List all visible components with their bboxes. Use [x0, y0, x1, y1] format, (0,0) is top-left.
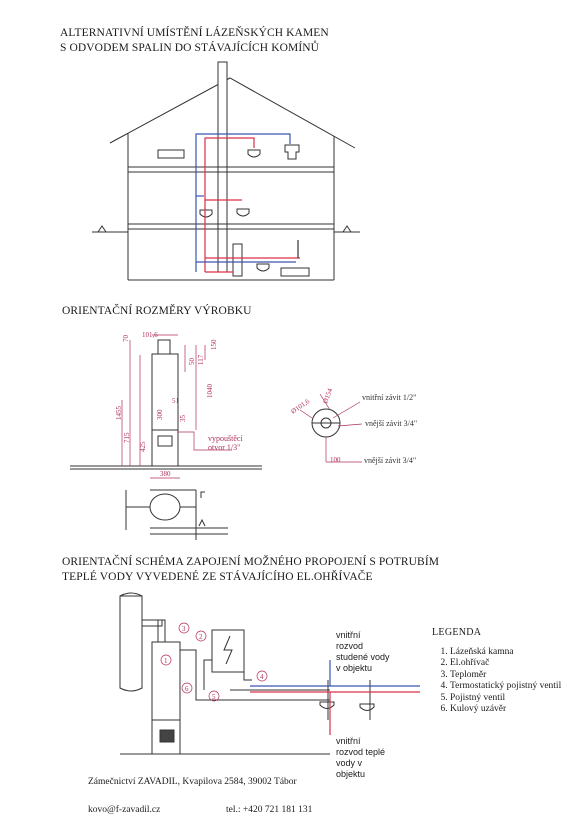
stove-body — [232, 243, 243, 277]
marker-2: 2 — [199, 633, 203, 641]
title-line-2: S ODVODEM SPALIN DO STÁVAJÍCÍCH KOMÍNŮ — [60, 42, 320, 54]
inner-thread-label: vnitřní závit 1/2" — [362, 393, 416, 402]
dimension-lines — [121, 334, 232, 479]
house-section — [92, 61, 360, 281]
hot-line-3: vody v — [336, 758, 363, 768]
schema-flue-horizontal — [141, 619, 163, 627]
dim-150: 150 — [210, 339, 218, 350]
house-roof — [109, 77, 356, 149]
footer-phone: tel.: +420 721 181 131 — [226, 805, 313, 815]
mid-sink-2 — [236, 208, 250, 217]
schema-line-2: TEPLÉ VODY VYVEDENÉ ZE STÁVAJÍCÍHO EL.OH… — [62, 571, 373, 583]
connection-schema — [119, 592, 375, 755]
top-view-drawing — [311, 408, 341, 438]
legend-item: Termostatický pojistný ventil — [450, 681, 572, 693]
tank-schematic — [125, 489, 228, 540]
legend-item: Kulový uzávěr — [450, 704, 572, 716]
schema-firebox-door — [159, 729, 175, 743]
schema-markers: 1 2 3 4 5 6 — [160, 622, 268, 702]
marker-4: 4 — [260, 673, 264, 681]
legend-item: Teploměr — [450, 670, 572, 682]
flue-pipe — [157, 339, 171, 355]
outer-thread-label-1: vnější závit 3/4" — [365, 419, 417, 428]
dim-380: 380 — [160, 470, 171, 478]
upper-sink — [247, 149, 261, 158]
tank-body — [149, 493, 181, 521]
cold-line-2: rozvod — [336, 641, 364, 651]
firebox-door — [157, 435, 173, 447]
legend-item: El.ohřívač — [450, 658, 572, 670]
dim-d154: Ø154 — [321, 387, 334, 405]
dimension-text: 101,6 70 150 50 117 1040 1455 715 425 30… — [115, 331, 218, 478]
dimensions-drawing — [70, 339, 262, 470]
cold-line-3: studené vody — [336, 652, 390, 662]
outer-thread-label-2: vnější závit 3/4" — [364, 456, 416, 465]
hot-line-4: objektu — [336, 769, 366, 779]
drain-label-1: vypouštěcí — [208, 434, 243, 443]
hot-line-2: rozvod teplé — [336, 747, 386, 757]
schema-stove-cylinder — [151, 641, 181, 721]
dim-101-6: 101,6 — [142, 331, 158, 339]
hot-line-1: vnitřní — [336, 736, 361, 746]
cold-line-1: vnitřní — [336, 630, 361, 640]
marker-1: 1 — [164, 657, 168, 665]
legend-item: Lázeňská kamna — [450, 647, 572, 659]
upper-toilet — [284, 144, 300, 160]
marker-5: 5 — [212, 693, 216, 701]
schema-chimney — [119, 595, 143, 692]
schema-pipes — [250, 660, 420, 735]
schema-heading: ORIENTAČNÍ SCHÉMA ZAPOJENÍ MOŽNÉHO PROPO… — [62, 555, 439, 585]
dim-70: 70 — [122, 335, 130, 343]
dim-50: 50 — [188, 358, 196, 366]
ground-mark-right — [342, 225, 352, 233]
footer-email[interactable]: kovo@f-zavadil.cz — [88, 805, 161, 815]
ground-mark-left — [97, 225, 107, 233]
legend-item: Pojistný ventil — [450, 693, 572, 705]
cold-riser — [195, 133, 291, 272]
el-heater-bolt — [223, 635, 233, 665]
drain-label-2: otvor 1/3" — [208, 443, 240, 452]
dim-425: 425 — [139, 441, 147, 452]
footer-company: Zámečnictví ZAVADIL, Kvapilova 2584, 390… — [88, 777, 297, 787]
cold-line-4: v objektu — [336, 663, 373, 673]
marker-3: 3 — [182, 625, 186, 633]
house-pipes — [195, 133, 300, 273]
title-line-1: ALTERNATIVNÍ UMÍSTĚNÍ LÁZEŇSKÝCH KAMEN — [60, 27, 329, 39]
stove-firebox — [151, 429, 179, 467]
legend-list: Lázeňská kamna El.ohřívač Teploměr Termo… — [432, 647, 572, 716]
marker-6: 6 — [185, 685, 189, 693]
ground-bath — [280, 267, 310, 277]
dim-51: 51 — [172, 397, 180, 405]
dim-35: 35 — [179, 415, 187, 423]
dim-1040: 1040 — [206, 384, 214, 399]
dim-117: 117 — [197, 354, 205, 365]
dim-d101-6: Ø101,6 — [290, 397, 312, 416]
dim-1455: 1455 — [115, 406, 123, 421]
legend-title: LEGENDA — [432, 627, 482, 638]
dimensions-heading: ORIENTAČNÍ ROZMĚRY VÝROBKU — [62, 305, 252, 317]
upper-bath-tub — [157, 149, 185, 159]
legend: LEGENDA Lázeňská kamna El.ohřívač Teplom… — [432, 627, 572, 716]
cold-water-label: vnitřní rozvod studené vody v objektu — [336, 630, 390, 674]
hot-riser — [204, 137, 255, 272]
el-heater — [211, 629, 245, 673]
dim-300: 300 — [156, 409, 164, 420]
schema-line-1: ORIENTAČNÍ SCHÉMA ZAPOJENÍ MOŽNÉHO PROPO… — [62, 556, 440, 568]
dim-100: 100 — [330, 456, 341, 464]
hot-water-label: vnitřní rozvod teplé vody v objektu — [336, 736, 385, 780]
ground-sink — [256, 263, 270, 272]
mid-sink-1 — [199, 209, 213, 218]
title-heading: ALTERNATIVNÍ UMÍSTĚNÍ LÁZEŇSKÝCH KAMEN S… — [60, 26, 329, 56]
dim-715: 715 — [123, 432, 131, 443]
